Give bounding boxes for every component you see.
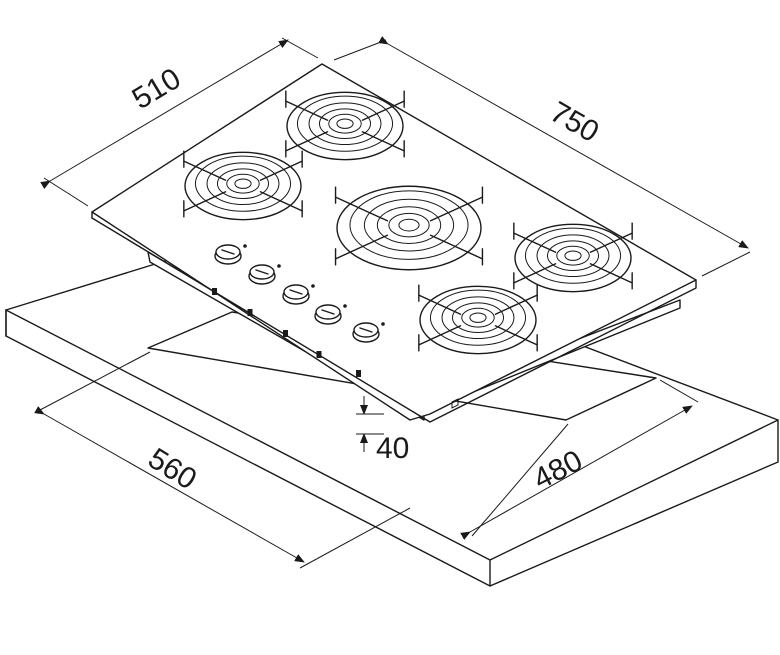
knob-indicator-5: [356, 370, 361, 377]
burner-3: [334, 185, 484, 271]
knob-1[interactable]: [214, 244, 247, 265]
label-750: 750: [545, 95, 605, 149]
pan-support-5: [418, 284, 538, 352]
knob-indicator-3: [283, 330, 288, 337]
label-40: 40: [376, 432, 409, 465]
knob-4[interactable]: [314, 304, 347, 325]
knob-indicator-2: [247, 309, 253, 316]
knob-3[interactable]: [282, 284, 315, 305]
knob-indicators: [212, 288, 361, 377]
control-knobs: [214, 244, 385, 343]
knob-5[interactable]: [352, 322, 385, 343]
knob-2[interactable]: [248, 264, 281, 285]
burner-1: [285, 90, 405, 161]
dimension-hob-height: 40: [356, 396, 409, 465]
knob-indicator-4: [316, 351, 322, 358]
knob-indicator-1: [212, 288, 217, 295]
label-560: 560: [142, 442, 202, 497]
burner-5: [418, 284, 538, 355]
label-510: 510: [127, 62, 187, 116]
